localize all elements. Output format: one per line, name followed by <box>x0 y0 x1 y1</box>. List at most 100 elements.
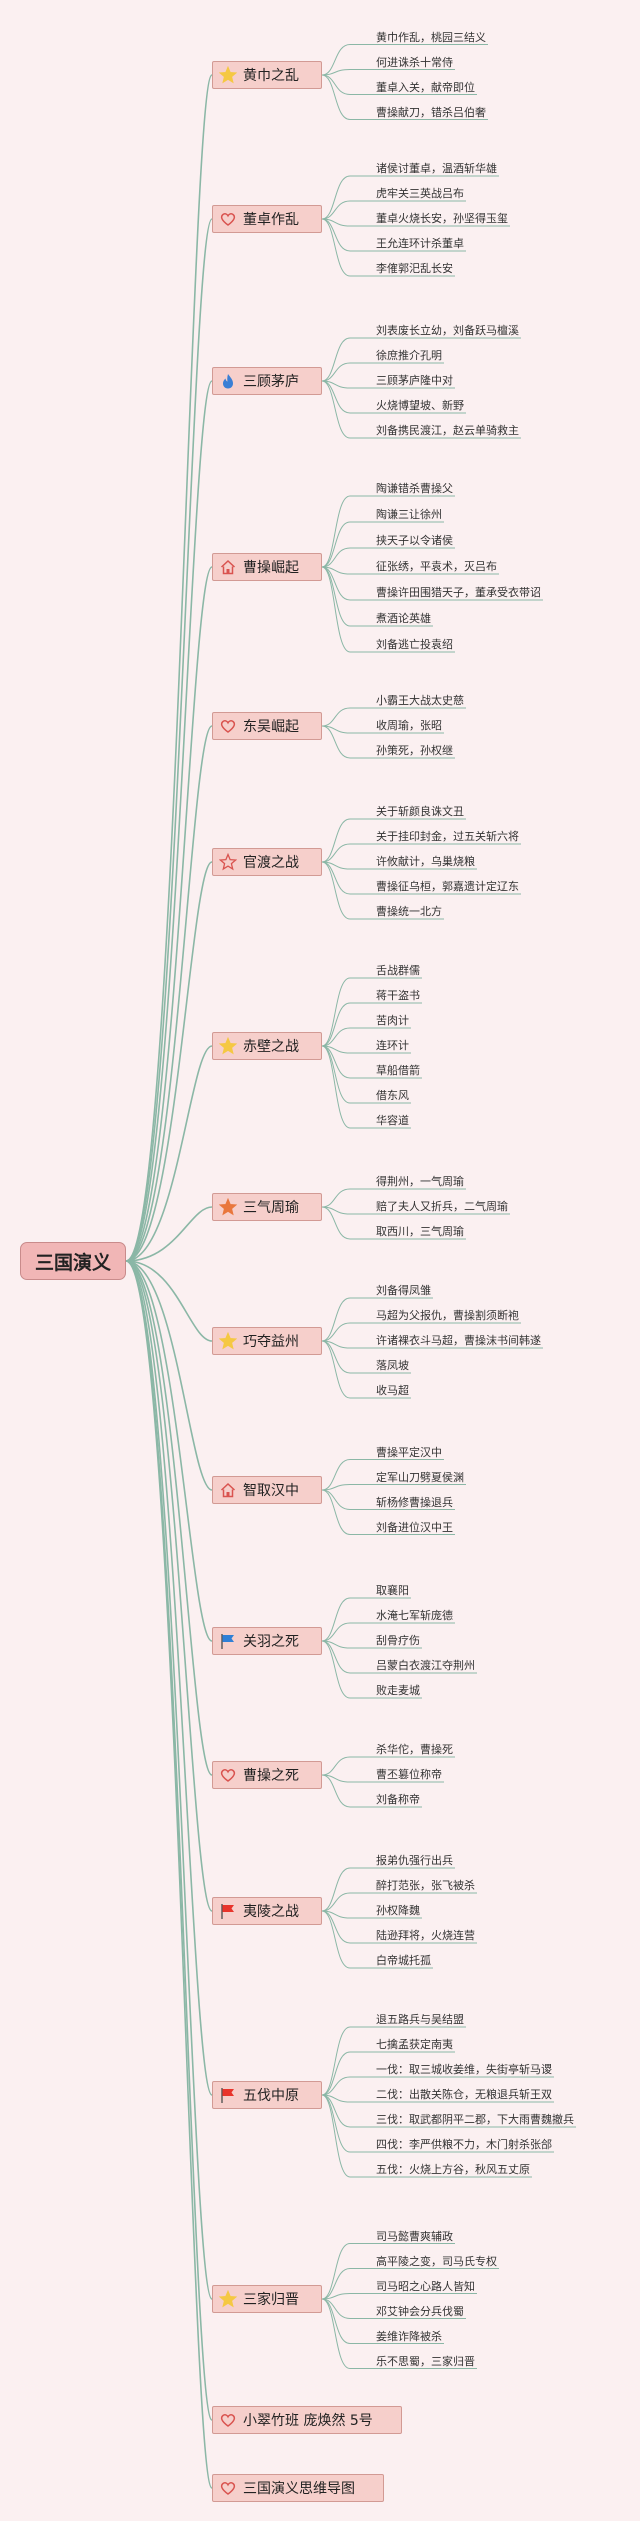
subtopic-node[interactable]: 借东风 <box>376 1089 409 1102</box>
leaf-connector <box>321 2293 477 2300</box>
subtopic-node[interactable]: 五伐：火烧上方谷，秋风五丈原 <box>376 2163 530 2176</box>
topic-node[interactable]: 东吴崛起 <box>212 712 322 740</box>
topic-node[interactable]: 小翠竹班 庞焕然 5号 <box>212 2406 402 2434</box>
subtopic-node[interactable]: 得荆州，一气周瑜 <box>376 1175 464 1188</box>
subtopic-node[interactable]: 吕蒙白衣渡江夺荆州 <box>376 1659 475 1672</box>
subtopic-node[interactable]: 赔了夫人又折兵，二气周瑜 <box>376 1200 508 1213</box>
leaf-connector <box>321 2094 532 2178</box>
subtopic-node[interactable]: 刘备称帝 <box>376 1793 420 1806</box>
subtopic-node[interactable]: 落凤坡 <box>376 1359 409 1372</box>
subtopic-node[interactable]: 醉打范张，张飞被杀 <box>376 1879 475 1892</box>
subtopic-node[interactable]: 小霸王大战太史慈 <box>376 694 464 707</box>
subtopic-node[interactable]: 三伐：取武都阴平二郡，下大雨曹魏撤兵 <box>376 2113 574 2126</box>
subtopic-node[interactable]: 连环计 <box>376 1039 409 1052</box>
subtopic-node[interactable]: 水淹七军斩庞德 <box>376 1609 453 1622</box>
subtopic-node[interactable]: 刘表废长立幼，刘备跃马檀溪 <box>376 324 519 337</box>
subtopic-node[interactable]: 曹操平定汉中 <box>376 1445 442 1459</box>
subtopic-node[interactable]: 董卓入关，献帝即位 <box>376 80 475 94</box>
subtopic-node[interactable]: 刘备携民渡江，赵云单骑救主 <box>376 424 519 437</box>
subtopic-node[interactable]: 煮酒论英雄 <box>376 612 431 625</box>
subtopic-node[interactable]: 取西川，三气周瑜 <box>376 1225 464 1238</box>
subtopic-node[interactable]: 挟天子以令诸侯 <box>376 534 453 547</box>
subtopic-node[interactable]: 许诸裸衣斗马超，曹操沫书间韩遂 <box>376 1334 541 1347</box>
subtopic-node[interactable]: 杀华佗，曹操死 <box>376 1743 453 1756</box>
subtopic-node[interactable]: 七擒孟获定南夷 <box>376 2038 453 2051</box>
subtopic-node[interactable]: 曹操统一北方 <box>376 905 442 918</box>
subtopic-node[interactable]: 姜维诈降被杀 <box>376 2329 442 2343</box>
subtopic-node[interactable]: 陶谦错杀曹操父 <box>376 482 453 495</box>
subtopic-node[interactable]: 三顾茅庐隆中对 <box>376 374 453 387</box>
subtopic-node[interactable]: 邓艾钟会分兵伐蜀 <box>376 2304 464 2318</box>
subtopic-node[interactable]: 何进诛杀十常侍 <box>376 55 453 69</box>
subtopic-node[interactable]: 孙权降魏 <box>376 1904 420 1917</box>
subtopic-node[interactable]: 陆逊拜将，火烧连营 <box>376 1929 475 1942</box>
leaf-connector <box>321 44 488 76</box>
leaf-connector <box>321 1188 466 1208</box>
subtopic-node[interactable]: 董卓火烧长安，孙坚得玉玺 <box>376 212 508 225</box>
subtopic-node[interactable]: 征张绣，平袁术，灭吕布 <box>376 560 497 573</box>
subtopic-node[interactable]: 曹操献刀，错杀吕伯奢 <box>376 105 486 119</box>
subtopic-node[interactable]: 华容道 <box>376 1114 409 1127</box>
subtopic-node[interactable]: 火烧博望坡、新野 <box>376 399 464 412</box>
subtopic-node[interactable]: 苦肉计 <box>376 1014 409 1027</box>
subtopic-node[interactable]: 二伐：出散关陈仓，无粮退兵斩王双 <box>376 2088 552 2101</box>
subtopic-node[interactable]: 曹操征乌桓，郭嘉遗计定辽东 <box>376 880 519 893</box>
subtopic-node[interactable]: 曹丕篡位称帝 <box>376 1768 442 1781</box>
subtopic-node[interactable]: 高平陵之变，司马氏专权 <box>376 2254 497 2268</box>
subtopic-node[interactable]: 孙策死，孙权继 <box>376 744 453 757</box>
subtopic-node[interactable]: 刘备进位汉中王 <box>376 1520 453 1534</box>
topic-node[interactable]: 曹操之死 <box>212 1761 322 1789</box>
subtopic-node[interactable]: 陶谦三让徐州 <box>376 508 442 521</box>
subtopic-node[interactable]: 黄巾作乱，桃园三结义 <box>376 30 486 44</box>
topic-node[interactable]: 三家归晋 <box>212 2285 322 2313</box>
subtopic-node[interactable]: 马超为父报仇，曹操割须断袍 <box>376 1309 519 1322</box>
subtopic-node[interactable]: 收马超 <box>376 1384 409 1397</box>
subtopic-node[interactable]: 草船借箭 <box>376 1064 420 1077</box>
central-topic[interactable]: 三国演义 <box>20 1242 126 1280</box>
topic-node[interactable]: 五伐中原 <box>212 2081 322 2109</box>
subtopic-node[interactable]: 四伐：李严供粮不力，木门射杀张郃 <box>376 2138 552 2151</box>
subtopic-node[interactable]: 刘备得凤雏 <box>376 1284 431 1297</box>
subtopic-node[interactable]: 舌战群儒 <box>376 964 420 977</box>
leaf-connector <box>321 74 477 95</box>
subtopic-node[interactable]: 虎牢关三英战吕布 <box>376 187 464 200</box>
topic-node[interactable]: 三国演义思维导图 <box>212 2474 384 2502</box>
subtopic-node[interactable]: 定军山刀劈夏侯渊 <box>376 1470 464 1484</box>
subtopic-node[interactable]: 刘备逃亡投袁绍 <box>376 638 453 651</box>
topic-node[interactable]: 三气周瑜 <box>212 1193 322 1221</box>
subtopic-node[interactable]: 关于斩颜良诛文丑 <box>376 805 464 818</box>
topic-node[interactable]: 曹操崛起 <box>212 553 322 581</box>
branch-connector <box>125 1045 213 1262</box>
subtopic-node[interactable]: 乐不思蜀，三家归晋 <box>376 2354 475 2368</box>
subtopic-node[interactable]: 报弟仇强行出兵 <box>376 1854 453 1867</box>
subtopic-node[interactable]: 李傕郭汜乱长安 <box>376 262 453 275</box>
subtopic-node[interactable]: 收周瑜，张昭 <box>376 719 442 732</box>
subtopic-node[interactable]: 徐庶推介孔明 <box>376 349 442 362</box>
subtopic-node[interactable]: 蒋干盗书 <box>376 989 420 1002</box>
subtopic-node[interactable]: 许攸献计，乌巢烧粮 <box>376 855 475 868</box>
topic-node[interactable]: 黄巾之乱 <box>212 61 322 89</box>
leaf-connector <box>321 2243 455 2300</box>
topic-node[interactable]: 巧夺益州 <box>212 1327 322 1355</box>
subtopic-node[interactable]: 一伐：取三城收姜维，失街亭斩马谡 <box>376 2063 552 2076</box>
leaf-connector <box>321 1206 466 1240</box>
subtopic-node[interactable]: 败走麦城 <box>376 1684 420 1697</box>
subtopic-node[interactable]: 司马昭之心路人皆知 <box>376 2279 475 2293</box>
topic-node[interactable]: 夷陵之战 <box>212 1897 322 1925</box>
subtopic-node[interactable]: 退五路兵与吴结盟 <box>376 2013 464 2026</box>
subtopic-node[interactable]: 王允连环计杀董卓 <box>376 237 464 250</box>
topic-node[interactable]: 三顾茅庐 <box>212 367 322 395</box>
topic-node[interactable]: 官渡之战 <box>212 848 322 876</box>
subtopic-node[interactable]: 司马懿曹爽辅政 <box>376 2229 453 2243</box>
subtopic-node[interactable]: 刮骨疗伤 <box>376 1634 420 1647</box>
topic-node[interactable]: 董卓作乱 <box>212 205 322 233</box>
topic-node[interactable]: 赤壁之战 <box>212 1032 322 1060</box>
topic-node[interactable]: 关羽之死 <box>212 1627 322 1655</box>
topic-node[interactable]: 智取汉中 <box>212 1476 322 1504</box>
subtopic-node[interactable]: 斩杨修曹操退兵 <box>376 1495 453 1509</box>
subtopic-node[interactable]: 白帝城托孤 <box>376 1954 431 1967</box>
subtopic-node[interactable]: 诸侯讨董卓，温酒斩华雄 <box>376 162 497 175</box>
subtopic-node[interactable]: 曹操许田围猎天子，董承受衣带诏 <box>376 586 541 599</box>
subtopic-node[interactable]: 关于挂印封金，过五关斩六将 <box>376 830 519 843</box>
subtopic-node[interactable]: 取襄阳 <box>376 1584 409 1597</box>
